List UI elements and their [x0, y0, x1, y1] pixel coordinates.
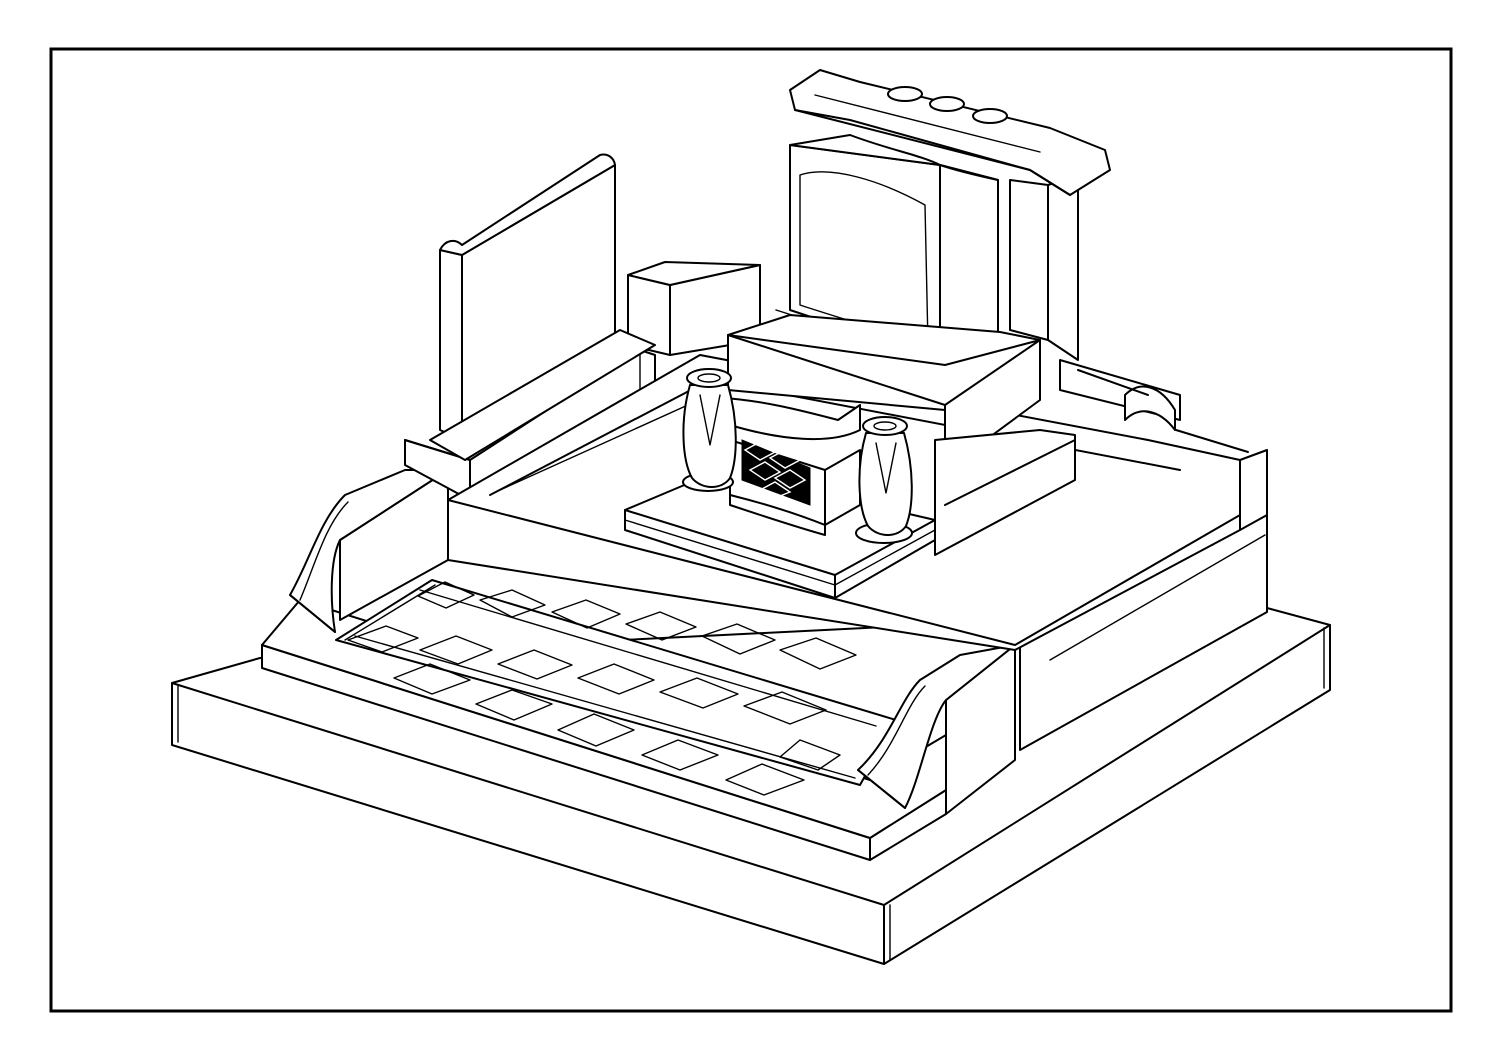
flower-vase-right — [855, 416, 913, 544]
top-lintel — [789, 69, 1111, 196]
lintel-hole-3 — [972, 108, 1008, 124]
incense-burner — [721, 397, 861, 536]
side-memorial-tablet — [429, 153, 656, 461]
gravestone-base-upper — [727, 314, 1041, 471]
incense-burner-lattice-panel — [741, 439, 811, 506]
drawing-frame — [49, 47, 1453, 1013]
lintel-hole-2 — [929, 96, 965, 112]
front-left-corner-post — [289, 469, 449, 633]
lintel-hole-1 — [887, 86, 923, 102]
right-wall-top-edge — [1077, 369, 1249, 453]
flower-vase-left — [682, 368, 737, 492]
